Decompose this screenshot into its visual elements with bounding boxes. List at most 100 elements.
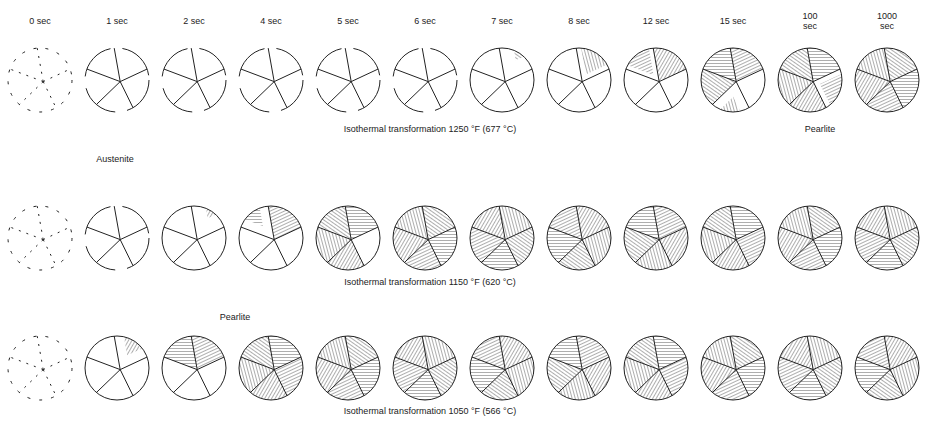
specimen-outline [393,206,457,270]
grain-boundary [241,227,274,240]
grain-boundary [626,69,659,82]
pearlite-colony [428,356,459,397]
specimen-outline [85,206,149,270]
pearlite-colony [582,356,613,397]
grain-boundary [890,227,917,240]
grain-boundary [422,206,428,239]
grain-boundary [712,370,736,393]
grain-boundary [422,48,428,81]
micrograph [470,48,534,112]
specimen-outline [316,48,380,112]
grain-boundary [736,82,749,108]
grain-boundary [582,227,609,240]
grain-boundary [87,357,120,370]
grain-boundary [813,370,826,396]
grain-boundary [582,370,595,396]
grain-boundary [173,240,197,263]
grain-boundary [268,206,274,239]
grain-boundary [481,370,505,393]
micrograph [853,334,921,402]
grain-boundary [813,357,840,370]
specimen-outline [547,336,611,400]
grain-boundary [635,370,659,393]
grain-boundary [428,370,441,396]
grain-boundary [789,240,813,263]
specimen-outline [701,206,765,270]
grain-boundary [120,240,133,266]
micrograph [776,46,843,114]
time-label: 1000 sec [872,12,902,32]
grain-boundary [866,240,890,263]
grain-boundary [43,82,56,108]
grain-boundary [884,336,890,369]
time-label: 100 sec [795,12,825,32]
grain-boundary [549,227,582,240]
grain-boundary [318,357,351,370]
specimen-outline [8,48,72,112]
grain-boundary [730,336,736,369]
specimen-outline [316,336,380,400]
grain-boundary [807,48,813,81]
grain-boundary [164,227,197,240]
grain-boundary [191,336,197,369]
grain-boundary [505,82,518,108]
grain-boundary [428,357,455,370]
micrograph [393,48,457,112]
grain-boundary [626,227,659,240]
micrograph [85,206,149,270]
grain-boundary [703,357,736,370]
pearlite-colony [428,226,459,267]
grain-boundary [10,227,43,240]
specimen-outline [547,206,611,270]
specimen-outline [393,336,457,400]
grain-boundary [505,357,532,370]
time-label: 1 sec [102,17,132,27]
grain-boundary [318,227,351,240]
specimen-outline [470,206,534,270]
grain-boundary [857,227,890,240]
grain-boundary [395,69,428,82]
grain-boundary [712,240,736,263]
specimen-outline [8,206,72,270]
specimen-outline [470,48,534,112]
pearlite-colony [659,356,690,397]
grain-boundary [813,82,826,108]
grain-boundary [428,227,455,240]
grain-boundary [576,48,582,81]
micrograph [699,334,767,402]
micrograph [776,204,844,272]
grain-boundary [197,370,210,396]
grain-boundary [274,82,287,108]
pearlite-colony [736,356,767,397]
grain-boundary [505,370,518,396]
grain-boundary [274,370,287,396]
time-label: 2 sec [179,17,209,27]
grain-boundary [736,69,763,82]
grain-boundary [43,370,56,396]
micrograph [239,48,303,112]
grain-boundary [472,69,505,82]
grain-boundary [114,206,120,239]
grain-boundary [659,227,686,240]
grain-boundary [499,48,505,81]
specimen-outline [624,336,688,400]
grain-boundary [481,82,505,105]
grain-boundary [327,240,351,263]
grain-boundary [626,357,659,370]
grain-boundary [659,370,672,396]
time-label: 6 sec [410,17,440,27]
grain-boundary [582,357,609,370]
grain-boundary [87,69,120,82]
grain-boundary [173,82,197,105]
specimen-outline [8,336,72,400]
pearlite-colony [582,226,613,267]
specimen-outline [239,336,303,400]
grain-boundary [499,206,505,239]
grain-boundary [582,240,595,266]
grain-boundary [19,240,43,263]
micrograph [853,204,921,272]
pearlite-colony [890,226,921,267]
grain-boundary [890,357,917,370]
grain-boundary [327,82,351,105]
